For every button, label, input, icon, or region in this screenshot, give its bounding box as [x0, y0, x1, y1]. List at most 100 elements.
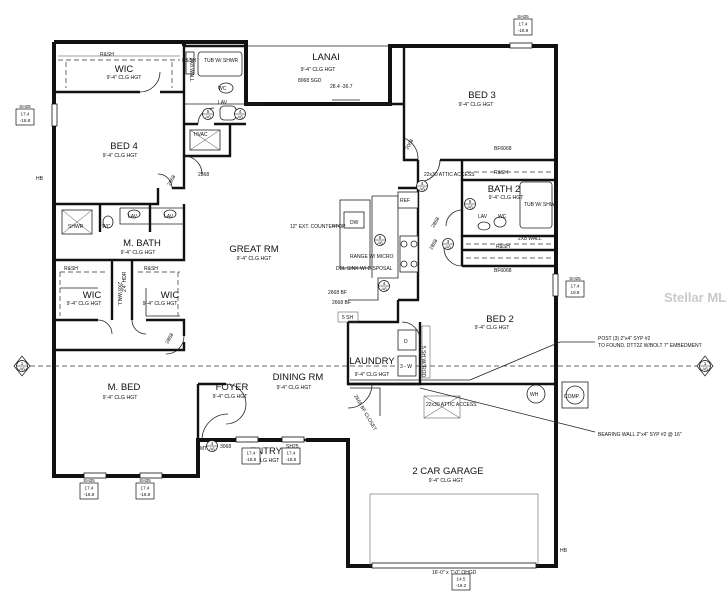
room-name-great-rm: GREAT RM	[229, 244, 278, 255]
washer	[397, 355, 417, 377]
section-line	[30, 341, 700, 433]
section-marker-sheet: A6	[381, 287, 387, 292]
label-garage-closet: 2668 BF CLOSET	[352, 394, 377, 432]
room-name-bed4: BED 4	[110, 141, 137, 152]
room-clg-lanai: 9'-4" CLG HGT	[301, 67, 337, 73]
label-5sh: 5 SH	[342, 315, 354, 321]
label-2x8-bath2: 2X8 WALL	[518, 236, 542, 242]
window-tag: 17.4-18.8	[281, 447, 301, 465]
section-marker: 5A6	[374, 234, 386, 246]
label-2x8-top: 2X8 WALL	[188, 58, 194, 82]
room-name-wic-top: WIC	[115, 64, 134, 75]
label-rs-wic-right: R&SH	[144, 266, 158, 272]
label-door-2868-c: 2868	[431, 216, 442, 229]
structural-notes: POST (3) 2"x4" SYP #2 TO FOUND. DTT2Z W/…	[598, 336, 702, 438]
room-clg-bath2: 9'-4" CLG HGT	[489, 195, 525, 201]
label-door-2868-b: 2868	[198, 172, 209, 178]
note-bearing: BEARING WALL 2"x4" SYP #2 @ 16"	[598, 432, 682, 438]
label-3068: 3068	[220, 444, 231, 450]
toilet-top	[218, 82, 234, 94]
window-tag-value-1: 17.4	[141, 486, 150, 491]
label-2x8-mbath: 2X8 WALL	[116, 282, 122, 306]
label-comp: COMP.	[564, 394, 580, 400]
window-tag-code: SH25	[83, 478, 95, 483]
label-shwr: SHWR	[68, 224, 84, 230]
room-clg-bed4: 9'-4" CLG HGT	[103, 153, 139, 159]
label-dw: DW	[350, 220, 359, 226]
label-ref: REF	[400, 198, 410, 204]
shelf-5sh	[337, 311, 359, 323]
room-clg-mbed: 9'-4" CLG HGT	[103, 395, 139, 401]
label-garage-door: 16'-0" x 7'-0" OHGD	[432, 570, 477, 576]
section-marker: 1A6	[16, 360, 28, 372]
section-marker-sheet: A6	[19, 367, 25, 372]
window-tag-value-2: -16.2	[456, 583, 467, 588]
window-tag-value-1: 17.4	[519, 22, 528, 27]
window-tag-value-2: -18.8	[518, 28, 529, 33]
section-marker-sheet: A6	[419, 187, 425, 192]
label-rs: R&SH	[182, 58, 196, 64]
section-marker: 5A6	[202, 108, 214, 120]
room-name-bed2: BED 2	[486, 314, 513, 325]
window-tag-value-2: -18.8	[286, 457, 297, 462]
room-clg-laundry: 9'-4" CLG HGT	[355, 372, 391, 378]
label-bf2668: 2668 BF	[328, 290, 347, 296]
label-hb-left: HB	[36, 176, 44, 182]
label-door-2868-e: 2868	[165, 332, 176, 345]
label-attic-access-garage: 22x30 ATTIC ACCESS	[426, 402, 477, 408]
room-name-bed3: BED 3	[468, 90, 495, 101]
label-tub-shwr: TUB W/ SHWR	[204, 58, 239, 64]
section-marker-number: 1	[21, 361, 24, 366]
label-range: RANGE W/ MICRO	[350, 254, 393, 260]
garage	[350, 381, 589, 569]
sink-master-1	[127, 209, 141, 219]
label-dbl-sink: DBL SINK W/ DISPOSAL	[336, 266, 393, 272]
kitchen-island	[339, 199, 371, 269]
label-door-2868-d: 2868	[429, 238, 440, 251]
section-marker: 4A6	[206, 440, 218, 452]
room-clg-bed3: 9'-4" CLG HGT	[459, 102, 495, 108]
room-name-garage: 2 CAR GARAGE	[412, 466, 483, 477]
room-name-dining-rm: DINING RM	[273, 372, 324, 383]
section-marker-number: 5	[207, 109, 210, 114]
label-bf6068-b: BF6068	[494, 268, 512, 274]
window-tag: 17.4-18.8	[241, 447, 261, 465]
section-marker-number: 3	[447, 239, 450, 244]
closet-rods	[58, 55, 552, 317]
room-clg-mbath: 9'-4" CLG HGT	[121, 250, 157, 256]
room-name-laundry: LAUNDRY	[349, 356, 395, 367]
room-clg-foyer: 9'-4" CLG HGT	[213, 394, 249, 400]
sink-top	[219, 105, 237, 121]
section-marker-sheet: A6	[205, 115, 211, 120]
windows	[51, 42, 559, 479]
section-marker-number: 5	[469, 199, 472, 204]
label-door-2068: 2068	[405, 138, 416, 151]
label-lav-m2: LAV	[164, 214, 174, 220]
room-clg-dining-rm: 9'-4" CLG HGT	[277, 385, 313, 391]
room-clg-garage: 9'-4" CLG HGT	[429, 478, 465, 484]
section-marker-number: 4	[421, 181, 424, 186]
toilet-master	[102, 215, 114, 229]
window-tag-value-2: -18.8	[246, 457, 257, 462]
section-marker-sheet: A6	[209, 447, 215, 452]
label-wh: WH	[530, 392, 539, 398]
window-tag-value-2: -18.8	[84, 492, 95, 497]
section-marker: 4A6	[416, 180, 428, 192]
label-lav-b2: LAV	[478, 214, 488, 220]
interior-walls	[54, 42, 556, 442]
label-door-2868-a: 2868	[167, 174, 178, 187]
label-wc-m: WC	[102, 224, 111, 230]
section-marker-sheet: A6	[377, 241, 383, 246]
window-tag-code: SH25	[569, 276, 581, 281]
room-name-wic-left: WIC	[83, 290, 102, 301]
label-hvac: HVAC	[194, 132, 208, 138]
section-marker-sheet: A6	[702, 367, 708, 372]
ac-compressor	[561, 381, 589, 409]
room-clg-wic-left: 9'-4" CLG HGT	[67, 301, 103, 307]
section-marker: 1A6	[699, 360, 711, 372]
room-name-foyer: FOYER	[216, 382, 249, 393]
window-tag: 14.5-16.2	[451, 573, 471, 591]
